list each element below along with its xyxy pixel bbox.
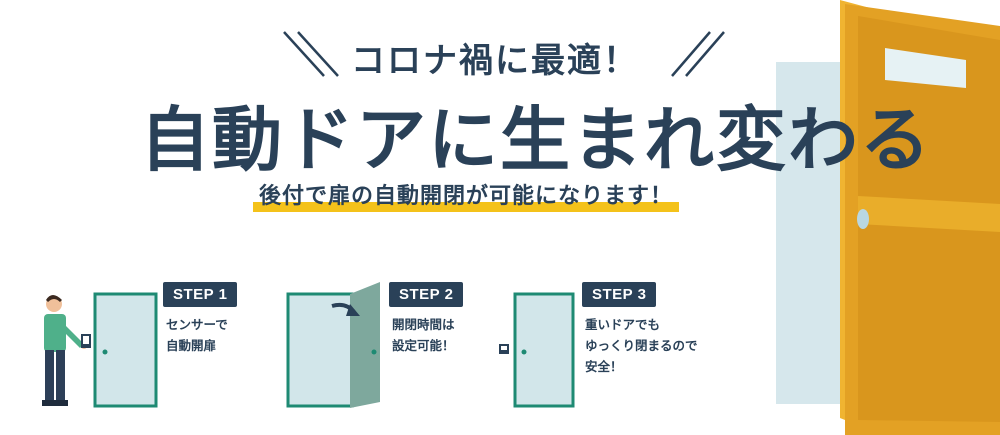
step1-text: センサーで 自動開扉 — [166, 317, 228, 353]
subtitle-highlight — [253, 202, 680, 212]
headline-lead: コロナ禍に最適！ — [351, 41, 639, 81]
person-icon — [42, 295, 87, 406]
step2-badge: STEP 2 — [389, 282, 464, 307]
opening-door-step2 — [286, 282, 380, 408]
closing-door-step3 — [499, 292, 575, 408]
sensor-door-step1 — [81, 292, 158, 408]
step2-text: 開閉時間は 設定可能！ — [392, 317, 455, 353]
decorative-slash-lines-right — [671, 31, 725, 77]
step3-badge: STEP 3 — [582, 282, 657, 307]
decorative-slash-lines-left — [283, 31, 339, 77]
open-door-illustration — [776, 0, 1000, 435]
step3-text: 重いドアでも ゆっくり閉まるので 安全！ — [585, 317, 698, 374]
headline-subtitle: 後付で扉の自動開閉が可能になります！ — [253, 178, 680, 212]
headline-title: 自動ドアに生まれ変わる — [140, 99, 932, 181]
headline-subtitle-text: 後付で扉の自動開閉が可能になります！ — [259, 184, 674, 209]
headline-subtitle-wrap: 後付で扉の自動開閉が可能になります！ — [253, 178, 680, 212]
step1-badge: STEP 1 — [163, 282, 238, 307]
